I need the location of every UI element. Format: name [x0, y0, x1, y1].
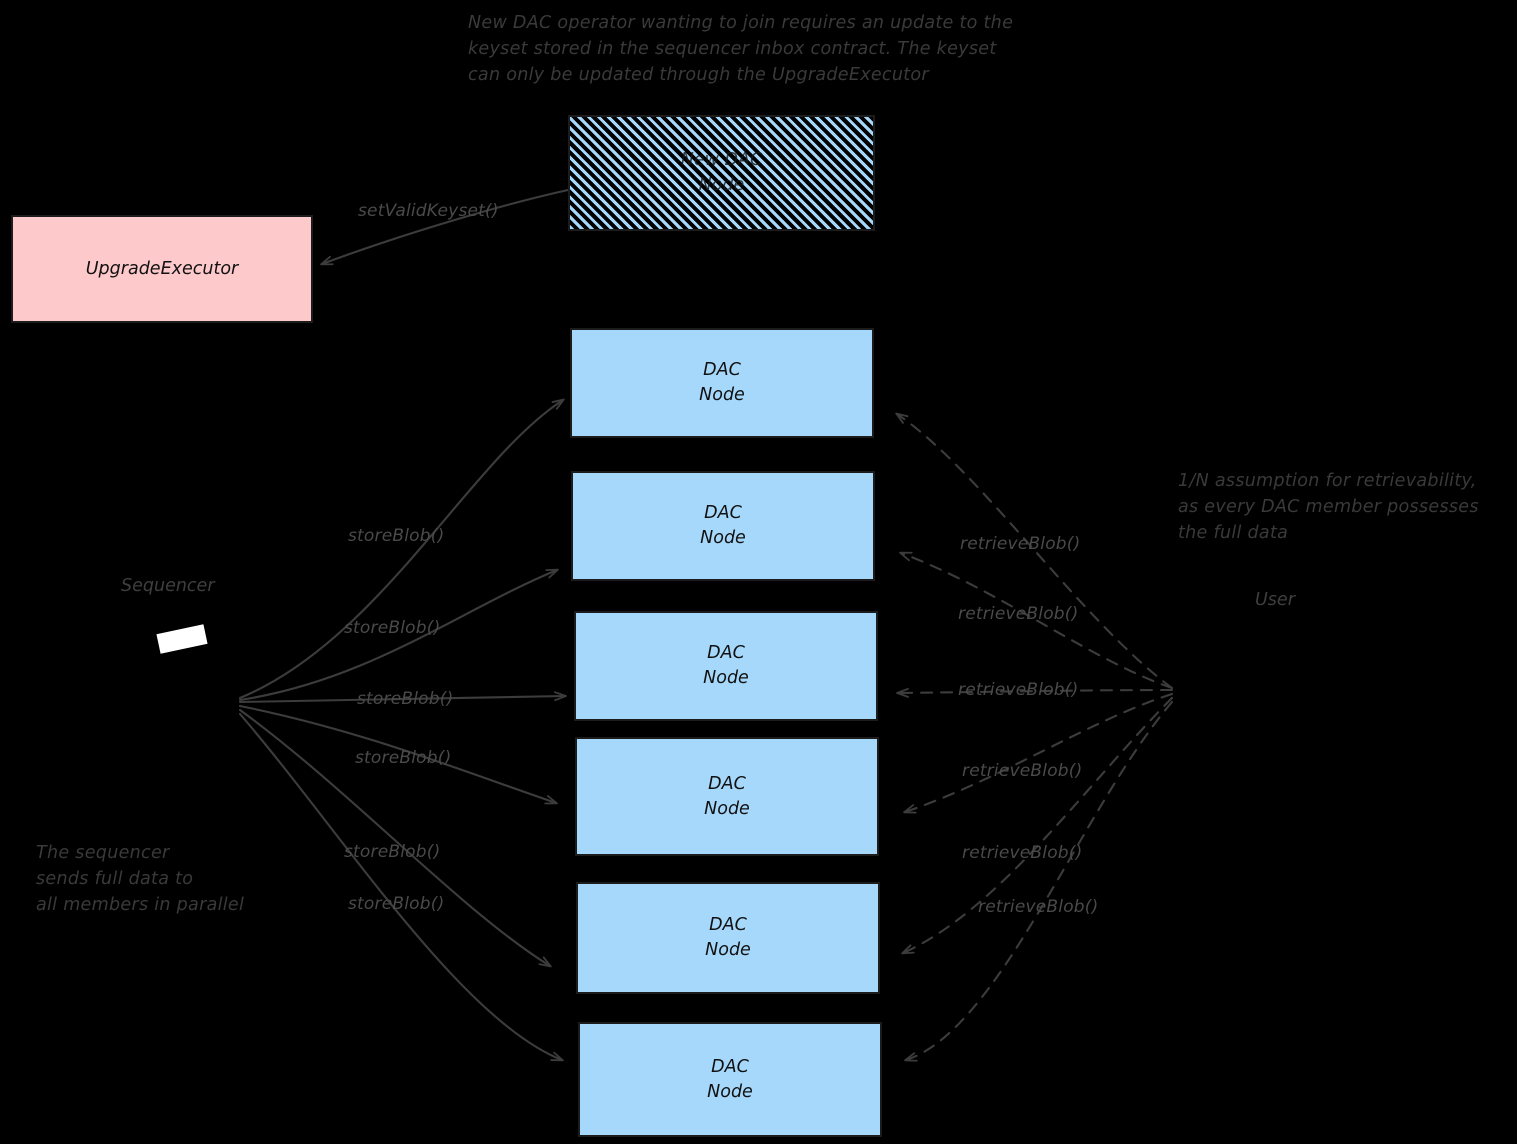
box-dac-node-1[interactable]: DAC Node	[570, 328, 874, 438]
box-dac-node-2-label: DAC Node	[700, 503, 746, 548]
box-upgrade-executor-label: UpgradeExecutor	[85, 258, 239, 279]
box-dac-node-4[interactable]: DAC Node	[575, 737, 879, 856]
edge-label-retrieve-blob-2: retrieveBlob()	[958, 604, 1079, 624]
edge-label-retrieve-blob-4: retrieveBlob()	[962, 761, 1083, 781]
edge-label-retrieve-blob-1: retrieveBlob()	[960, 534, 1081, 554]
note-right: 1/N assumption for retrievability, as ev…	[1178, 471, 1479, 543]
sequencer-label: Sequencer	[121, 576, 215, 596]
box-new-dac-node-label: New DAC Node	[680, 150, 763, 195]
box-dac-node-3-label: DAC Node	[703, 643, 749, 688]
box-dac-node-2[interactable]: DAC Node	[571, 471, 875, 581]
edge-label-retrieve-blob-6: retrieveBlob()	[978, 897, 1099, 917]
box-dac-node-6[interactable]: DAC Node	[578, 1022, 882, 1137]
edge-label-retrieve-blob-5: retrieveBlob()	[962, 843, 1083, 863]
box-dac-node-5[interactable]: DAC Node	[576, 882, 880, 994]
box-dac-node-5-label: DAC Node	[705, 915, 751, 960]
edge-label-set-valid-keyset: setValidKeyset()	[358, 201, 499, 221]
box-dac-node-3[interactable]: DAC Node	[574, 611, 878, 721]
note-top: New DAC operator wanting to join require…	[468, 13, 1014, 85]
edge-retrieve-blob-group	[895, 412, 1174, 1062]
edge-label-store-blob-2: storeBlob()	[344, 618, 441, 638]
sequencer-icon	[156, 624, 208, 654]
edge-store-blob-group	[238, 398, 567, 1062]
edge-label-store-blob-6: storeBlob()	[348, 894, 445, 914]
edge-label-store-blob-1: storeBlob()	[348, 526, 445, 546]
edge-label-store-blob-3: storeBlob()	[357, 689, 454, 709]
box-dac-node-6-label: DAC Node	[707, 1056, 753, 1102]
hatch-pattern	[570, 117, 873, 229]
user-label: User	[1255, 590, 1295, 610]
box-new-dac-node[interactable]: New DAC Node	[568, 115, 875, 231]
note-bottom-left: The sequencer sends full data to all mem…	[36, 843, 245, 915]
edge-label-retrieve-blob-3: retrieveBlob()	[958, 680, 1079, 700]
edge-label-store-blob-5: storeBlob()	[344, 842, 441, 862]
box-upgrade-executor[interactable]: UpgradeExecutor	[11, 215, 313, 323]
edge-label-store-blob-4: storeBlob()	[355, 748, 452, 768]
box-dac-node-4-label: DAC Node	[704, 773, 750, 819]
box-dac-node-1-label: DAC Node	[699, 360, 745, 405]
